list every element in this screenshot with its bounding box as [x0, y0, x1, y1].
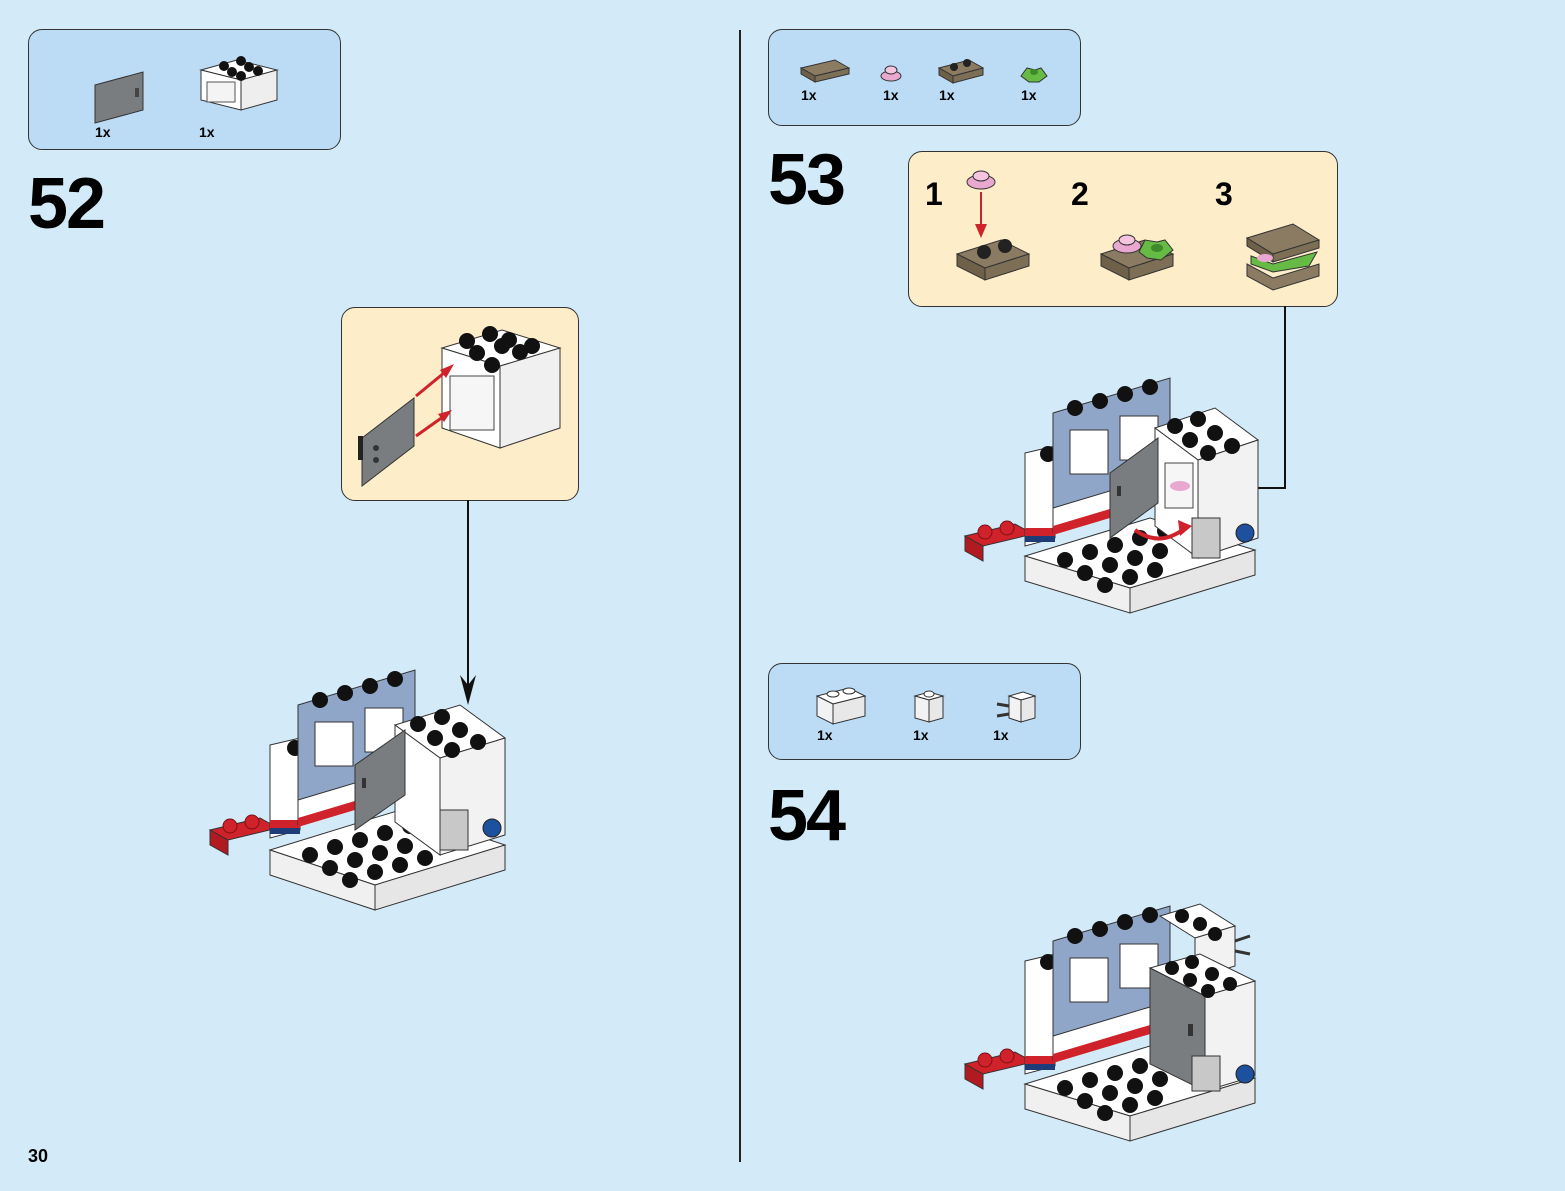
- part-qty: 1x: [939, 87, 955, 103]
- part-qty: 1x: [913, 727, 929, 743]
- page-number: 30: [28, 1146, 49, 1166]
- tan-plate-icon: [937, 59, 985, 84]
- part-qty: 1x: [883, 87, 899, 103]
- part-qty: 1x: [1021, 87, 1037, 103]
- substep-number: 2: [1071, 176, 1089, 212]
- parts-list-step-54: 1x 1x 1x: [768, 663, 1081, 760]
- part-qty: 1x: [199, 124, 215, 140]
- model-step-52: [208, 669, 507, 911]
- parts-icons-step-54: [815, 687, 1037, 725]
- tan-tile-icon: [799, 59, 851, 83]
- model-step-54: [963, 903, 1257, 1142]
- white-brick-1x1-icon: [913, 690, 945, 723]
- model-step-53: [963, 377, 1260, 614]
- step-number-52: 52: [28, 164, 106, 244]
- substep-number: 3: [1215, 176, 1233, 212]
- callout-box-step-52: [341, 307, 579, 501]
- part-qty: 1x: [817, 727, 833, 743]
- white-cupboard-icon: [199, 56, 279, 111]
- door-attach-illustration: [358, 326, 562, 488]
- substep-number: 1: [925, 176, 943, 212]
- part-qty: 1x: [801, 87, 817, 103]
- step-number-53: 53: [768, 140, 846, 220]
- food-assembly-illustration: [955, 170, 1321, 291]
- page-divider: [739, 30, 741, 1162]
- step-number-54: 54: [768, 776, 846, 856]
- gray-door-panel-icon: [94, 56, 279, 124]
- part-qty: 1x: [95, 124, 111, 140]
- white-brick-clip-icon: [996, 691, 1037, 723]
- part-qty: 1x: [993, 727, 1009, 743]
- parts-list-step-53: 1x 1x 1x 1x: [768, 29, 1081, 126]
- pink-round-plate-icon: [880, 65, 902, 82]
- green-leaf-plate-icon: [1020, 67, 1048, 83]
- white-brick-1x2-icon: [815, 687, 867, 725]
- callout-arrow-step-52: [460, 500, 476, 705]
- callout-box-step-53: 1 2 3: [908, 151, 1338, 307]
- parts-list-step-52: 1x 1x: [28, 29, 341, 150]
- parts-icons-step-53: [799, 59, 1048, 84]
